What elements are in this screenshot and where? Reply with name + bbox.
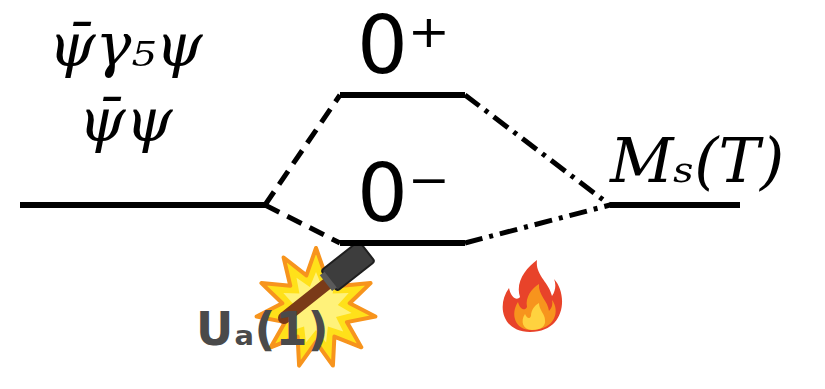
level-line	[20, 202, 265, 208]
level-label: ψ̄ψ	[20, 83, 267, 158]
symmetry-label: Uₐ(1)	[196, 302, 328, 356]
transition-line	[465, 95, 610, 205]
energy-level: 0⁺	[340, 4, 467, 98]
level-line	[610, 202, 740, 208]
flame-middle	[514, 284, 555, 330]
level-line	[340, 240, 465, 246]
level-label: 0⁻	[340, 152, 467, 236]
flame-inner	[523, 303, 546, 330]
level-label: ψ̄γ₅ψ	[20, 8, 267, 83]
level-label: Mₛ(T)	[610, 125, 787, 196]
level-line	[340, 92, 465, 98]
transition-line	[265, 95, 340, 205]
fire-icon	[503, 260, 562, 332]
transition-line	[465, 205, 610, 243]
flame-outer	[503, 260, 562, 332]
energy-level: 0⁻	[340, 152, 467, 246]
transition-line	[265, 205, 340, 243]
level-label: 0⁺	[340, 4, 467, 88]
hammer-head	[318, 241, 375, 294]
energy-level: Mₛ(T)	[610, 125, 787, 208]
energy-level: ψ̄γ₅ψψ̄ψ	[20, 8, 267, 208]
hammer-face	[320, 272, 337, 291]
